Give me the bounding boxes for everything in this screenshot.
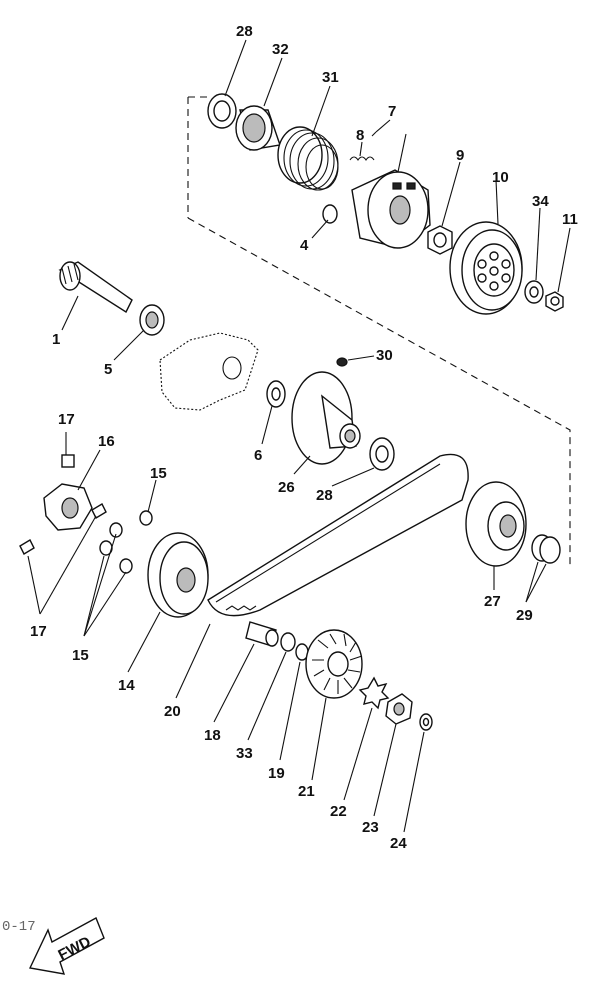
part-7-clutch-carrier <box>351 169 431 249</box>
label-21: 21 <box>298 783 315 800</box>
label-6: 6 <box>254 447 262 464</box>
part-16-cam-plate <box>43 483 93 531</box>
part-1-shaft <box>58 261 133 314</box>
part-9-nut <box>427 225 453 255</box>
label-28-bottom: 28 <box>316 487 333 504</box>
label-23: 23 <box>362 819 379 836</box>
label-28-top: 28 <box>236 23 253 40</box>
part-18-collar <box>245 621 279 647</box>
label-20: 20 <box>164 703 181 720</box>
part-10-clutch-housing <box>449 221 523 315</box>
part-28-seal <box>369 437 395 471</box>
part-4-circlip <box>322 204 338 224</box>
label-15-bottom: 15 <box>72 647 89 664</box>
label-19: 19 <box>268 765 285 782</box>
label-8: 8 <box>356 127 364 144</box>
part-28-washer <box>207 93 237 129</box>
part-22-star <box>358 676 390 710</box>
part-24-washer <box>419 713 433 731</box>
part-14-primary-sheave <box>147 532 209 618</box>
part-32-collar <box>235 105 281 151</box>
label-26: 26 <box>278 479 295 496</box>
label-24: 24 <box>390 835 407 852</box>
label-16: 16 <box>98 433 115 450</box>
label-1: 1 <box>52 331 60 348</box>
label-17-bottom: 17 <box>30 623 47 640</box>
part-31-spring <box>277 126 339 191</box>
part-34-washer <box>524 280 544 304</box>
part-33-washer <box>280 632 296 652</box>
fwd-arrow-icon: FWD <box>28 917 105 975</box>
label-33: 33 <box>236 745 253 762</box>
label-30: 30 <box>376 347 393 364</box>
part-6-washer <box>266 380 286 408</box>
label-4: 4 <box>300 237 309 254</box>
part-26-sheave <box>291 371 361 465</box>
part-5-bearing <box>139 304 165 336</box>
part-17-sliders <box>19 454 107 555</box>
label-29: 29 <box>516 607 533 624</box>
part-30-screw <box>336 357 348 367</box>
label-11: 11 <box>562 211 578 228</box>
label-17-top: 17 <box>58 411 75 428</box>
label-14: 14 <box>118 677 135 694</box>
corner-fragment: 0-17 <box>2 919 36 935</box>
part-27-secondary-pulley <box>465 481 527 567</box>
part-23-nut <box>385 693 413 725</box>
label-15-top: 15 <box>150 465 167 482</box>
part-number-labels: 28 32 31 7 8 4 9 10 34 11 1 5 30 6 26 28… <box>30 23 578 852</box>
leader-lines <box>27 39 571 833</box>
label-31: 31 <box>322 69 339 86</box>
part-15-rollers <box>99 510 153 574</box>
part-21-fan <box>305 629 363 699</box>
part-11-nut <box>545 291 564 312</box>
label-32: 32 <box>272 41 289 58</box>
part-20-belt <box>207 453 469 617</box>
label-9: 9 <box>456 147 464 164</box>
label-7: 7 <box>388 103 396 120</box>
part-8-small-spring <box>349 156 375 161</box>
label-10: 10 <box>492 169 509 186</box>
label-27: 27 <box>484 593 501 610</box>
label-5: 5 <box>104 361 112 378</box>
assembly-boundary-dashed <box>187 96 571 565</box>
crankcase-cover-fragment <box>159 332 259 411</box>
label-18: 18 <box>204 727 221 744</box>
part-29-rings <box>531 534 561 564</box>
label-22: 22 <box>330 803 347 820</box>
label-34: 34 <box>532 193 549 210</box>
